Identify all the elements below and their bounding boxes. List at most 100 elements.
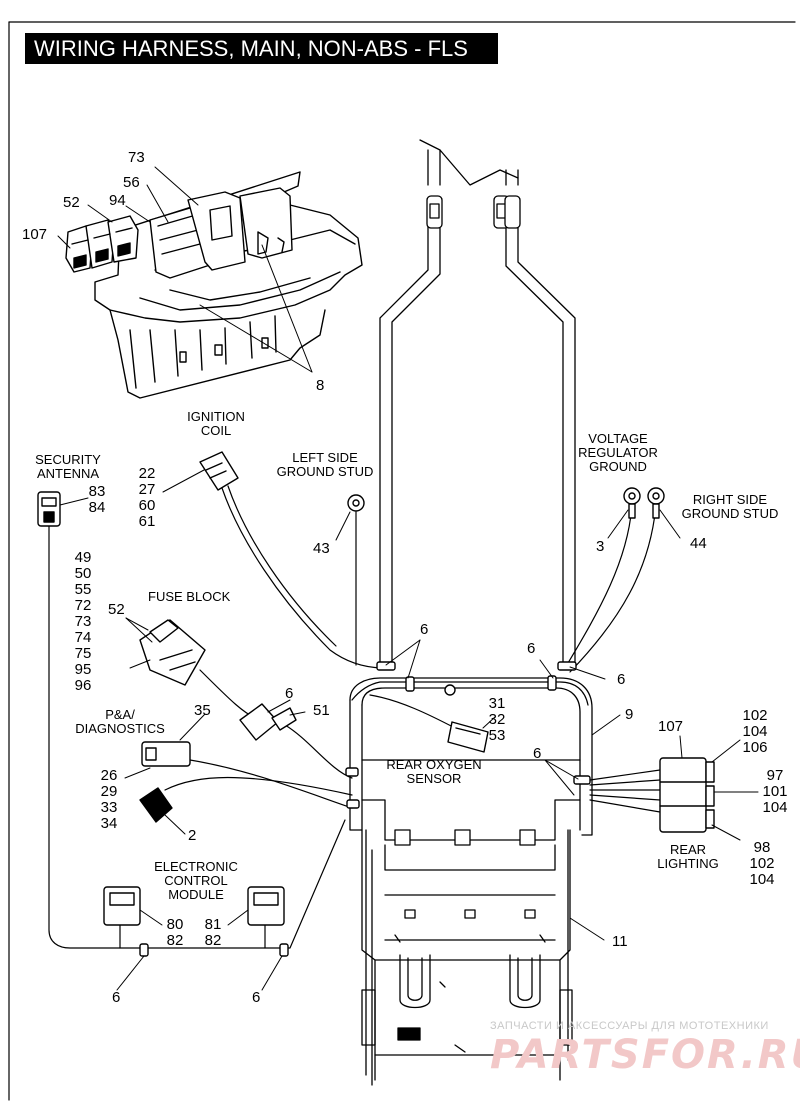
callout-50: 50 (74, 565, 92, 582)
callout-antenna-parts: 83 84 (82, 484, 112, 516)
callout-104c: 104 (749, 871, 775, 888)
main-harness-trunk (379, 139, 576, 669)
callout-72: 72 (74, 597, 92, 614)
callout-31: 31 (488, 695, 506, 712)
callout-60: 60 (138, 497, 156, 514)
callout-35: 35 (194, 702, 211, 719)
callout-o2-parts: 31 32 53 (482, 696, 512, 744)
callout-33: 33 (100, 799, 118, 816)
callout-74: 74 (74, 629, 92, 646)
callout-73b: 73 (74, 613, 92, 630)
callout-55: 55 (74, 581, 92, 598)
callout-6-trunk-right: 6 (527, 640, 536, 657)
callout-106: 106 (742, 739, 768, 756)
callout-81: 81 (204, 916, 222, 933)
page-border (8, 21, 796, 1101)
callout-rear-lighting-c: 98 102 104 (744, 840, 780, 888)
caption-security-antenna-text: SECURITY ANTENNA (35, 452, 101, 481)
callout-75: 75 (74, 645, 92, 662)
caption-fuse-block: FUSE BLOCK (148, 589, 231, 604)
callout-107-top: 107 (22, 226, 48, 243)
callout-52-fuse: 52 (108, 601, 125, 618)
caption-security-antenna: SECURITY ANTENNA (26, 453, 110, 481)
diagram-title: WIRING HARNESS, MAIN, NON-ABS - FLS (25, 33, 498, 64)
caption-pa-diagnostics-text: P&A/ DIAGNOSTICS (75, 707, 165, 736)
callout-fuse-list: 49 50 55 72 73 74 75 95 96 (68, 550, 98, 694)
caption-ecm: ELECTRONIC CONTROL MODULE (140, 860, 252, 902)
pa-connectors (139, 741, 191, 823)
caption-right-ground-text: RIGHT SIDE GROUND STUD (681, 492, 779, 521)
callout-6-right: 6 (617, 671, 626, 688)
callout-32: 32 (488, 711, 506, 728)
callout-96: 96 (74, 677, 92, 694)
caption-left-ground-text: LEFT SIDE GROUND STUD (276, 450, 374, 479)
fuse-block-part (139, 619, 206, 686)
callout-107-rear: 107 (658, 718, 684, 735)
callout-49: 49 (74, 549, 92, 566)
callout-6-rear: 6 (533, 745, 542, 762)
caption-pa-diagnostics: P&A/ DIAGNOSTICS (64, 708, 176, 736)
callout-8: 8 (316, 377, 325, 394)
wire-runs (48, 485, 661, 949)
callout-98: 98 (753, 839, 771, 856)
callout-rear-lighting-a: 102 104 106 (737, 708, 773, 756)
watermark-tagline: ЗАПЧАСТИ И АКСЕССУАРЫ ДЛЯ МОТОТЕХНИКИ (490, 1020, 769, 1032)
rear-lighting-block (659, 757, 715, 833)
caption-ecm-text: ELECTRONIC CONTROL MODULE (154, 859, 238, 902)
callout-82b: 82 (204, 932, 222, 949)
leader-lines (57, 166, 759, 991)
callout-56: 56 (123, 174, 140, 191)
callout-44: 44 (690, 535, 707, 552)
callout-61: 61 (138, 513, 156, 530)
watermark-logo: PARTSFOR.RU (490, 1032, 800, 1078)
frame-saddle (349, 677, 593, 1086)
caption-rear-lighting: REAR LIGHTING (648, 843, 728, 871)
callout-11: 11 (612, 933, 628, 950)
callout-9: 9 (625, 706, 634, 723)
caption-voltage-regulator-text: VOLTAGE REGULATOR GROUND (578, 431, 658, 474)
callout-83: 83 (88, 483, 106, 500)
callout-104b: 104 (762, 799, 788, 816)
callout-6-ecm-left: 6 (112, 989, 121, 1006)
relay-bracket-assembly (65, 171, 363, 399)
callout-82a: 82 (166, 932, 184, 949)
caption-right-ground: RIGHT SIDE GROUND STUD (674, 493, 786, 521)
callout-29: 29 (100, 783, 118, 800)
callout-coil-parts: 22 27 60 61 (130, 466, 164, 530)
o2-connector (447, 721, 489, 753)
callout-52-top: 52 (63, 194, 80, 211)
caption-rear-oxygen-sensor-text: REAR OXYGEN SENSOR (386, 757, 482, 786)
caption-voltage-regulator: VOLTAGE REGULATOR GROUND (570, 432, 666, 474)
caption-ignition-coil: IGNITION COIL (172, 410, 260, 438)
callout-6-trunk-left: 6 (420, 621, 429, 638)
callout-2: 2 (188, 827, 197, 844)
callout-6-ecm-right: 6 (252, 989, 261, 1006)
callout-102a: 102 (742, 707, 768, 724)
caption-rear-lighting-text: REAR LIGHTING (657, 842, 719, 871)
callout-101: 101 (762, 783, 788, 800)
callout-34: 34 (100, 815, 118, 832)
callout-ecm-a: 80 82 (160, 917, 190, 949)
callout-6-connector: 6 (285, 685, 294, 702)
callout-27: 27 (138, 481, 156, 498)
callout-51: 51 (313, 702, 330, 719)
callout-22: 22 (138, 465, 156, 482)
caption-left-ground: LEFT SIDE GROUND STUD (270, 451, 380, 479)
callout-97: 97 (766, 767, 784, 784)
caption-rear-oxygen-sensor: REAR OXYGEN SENSOR (374, 758, 494, 786)
ecm-connectors (103, 886, 285, 926)
caption-ignition-coil-text: IGNITION COIL (187, 409, 245, 438)
callout-80: 80 (166, 916, 184, 933)
callout-84: 84 (88, 499, 106, 516)
callout-53: 53 (488, 727, 506, 744)
callout-73: 73 (128, 149, 145, 166)
callout-pa-parts: 26 29 33 34 (94, 768, 124, 832)
connector-51 (239, 703, 297, 741)
callout-3: 3 (596, 538, 605, 555)
cable-ties (139, 661, 591, 957)
callout-43: 43 (313, 540, 330, 557)
callout-94: 94 (109, 192, 126, 209)
callout-95: 95 (74, 661, 92, 678)
